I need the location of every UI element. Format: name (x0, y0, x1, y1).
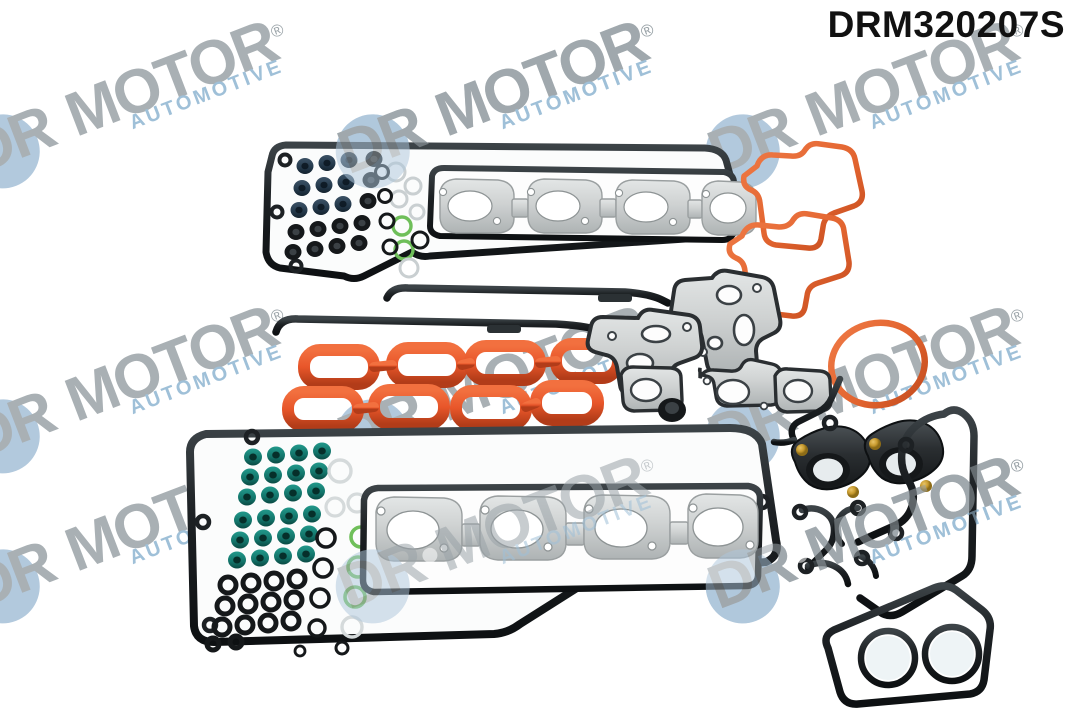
rubber-grommet-seal (658, 398, 686, 422)
exhaust-manifold-gasket-lower (359, 482, 764, 596)
part-number-label: DRM320207S (827, 4, 1065, 45)
vanos-gasket-left (585, 307, 705, 396)
orange-profile-seal-lower (726, 210, 852, 319)
o-rings-black-grid (204, 568, 308, 653)
valve-stem-seals-teal-a (238, 442, 331, 506)
orange-oring-large (827, 319, 929, 409)
seal-strip-long-upper (383, 284, 672, 307)
valve-stem-seals-teal-b (228, 505, 321, 569)
timing-cover-gasket-lower (822, 582, 995, 708)
camshaft-seal-housing-left (790, 425, 872, 498)
timing-cover-gasket-main (791, 406, 978, 620)
